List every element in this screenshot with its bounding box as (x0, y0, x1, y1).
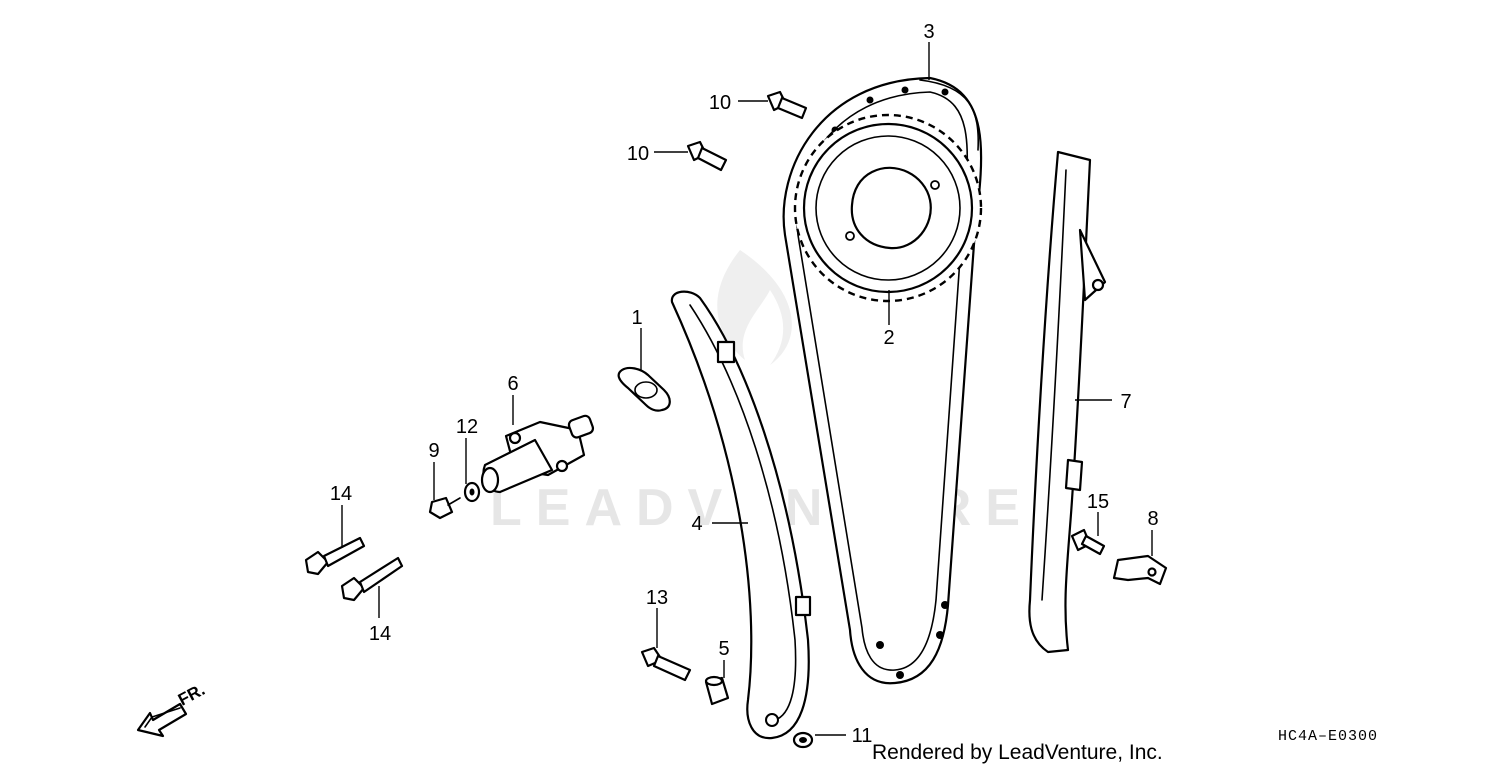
callout-15[interactable]: 15 (1087, 491, 1109, 513)
guide-bolt[interactable] (1070, 528, 1106, 556)
sprocket-bolt-lower[interactable] (686, 140, 728, 172)
leader-lines (341, 42, 1153, 736)
callout-11[interactable]: 11 (852, 725, 873, 747)
callout-5[interactable]: 5 (718, 638, 729, 660)
front-arrow-icon (136, 702, 188, 738)
tensioner-gasket[interactable] (617, 366, 671, 412)
callout-2[interactable]: 2 (883, 327, 894, 349)
collar[interactable] (704, 675, 730, 706)
tensioner-lifter[interactable] (480, 414, 595, 494)
slipper-pivot-bolt[interactable] (640, 646, 692, 682)
callout-4[interactable]: 4 (691, 513, 702, 535)
cam-sprocket[interactable] (793, 113, 983, 303)
callout-1[interactable]: 1 (631, 307, 642, 329)
front-direction-indicator: FR. (136, 680, 208, 738)
diagram-code: HC4A–E0300 (1278, 728, 1378, 745)
tensioner-bolt-lower[interactable] (340, 556, 404, 602)
callout-7[interactable]: 7 (1120, 391, 1131, 413)
tensioner-bolt-upper[interactable] (304, 536, 366, 576)
callout-13[interactable]: 13 (646, 587, 668, 609)
callout-12[interactable]: 12 (456, 416, 478, 438)
cam-chain-guide[interactable] (1028, 150, 1107, 654)
callout-10-upper[interactable]: 10 (709, 92, 731, 114)
sealing-washer[interactable] (463, 481, 481, 503)
callout-10-lower[interactable]: 10 (627, 143, 649, 165)
callout-labels: 3 2 1 4 5 6 7 8 9 10 10 11 12 13 14 14 1… (330, 21, 1159, 747)
render-credit: Rendered by LeadVenture, Inc. (872, 741, 1163, 764)
washer[interactable] (792, 731, 814, 749)
sprocket-bolt-upper[interactable] (766, 90, 808, 120)
guide-bracket[interactable] (1112, 554, 1168, 586)
callout-8[interactable]: 8 (1147, 508, 1158, 530)
cam-chain-tensioner-slipper[interactable] (670, 290, 812, 740)
callout-14-lower[interactable]: 14 (369, 623, 391, 645)
callout-3[interactable]: 3 (923, 21, 934, 43)
tensioner-plug-bolt[interactable] (428, 496, 461, 520)
callout-6[interactable]: 6 (507, 373, 518, 395)
callout-14-upper[interactable]: 14 (330, 483, 352, 505)
callout-9[interactable]: 9 (428, 440, 439, 462)
